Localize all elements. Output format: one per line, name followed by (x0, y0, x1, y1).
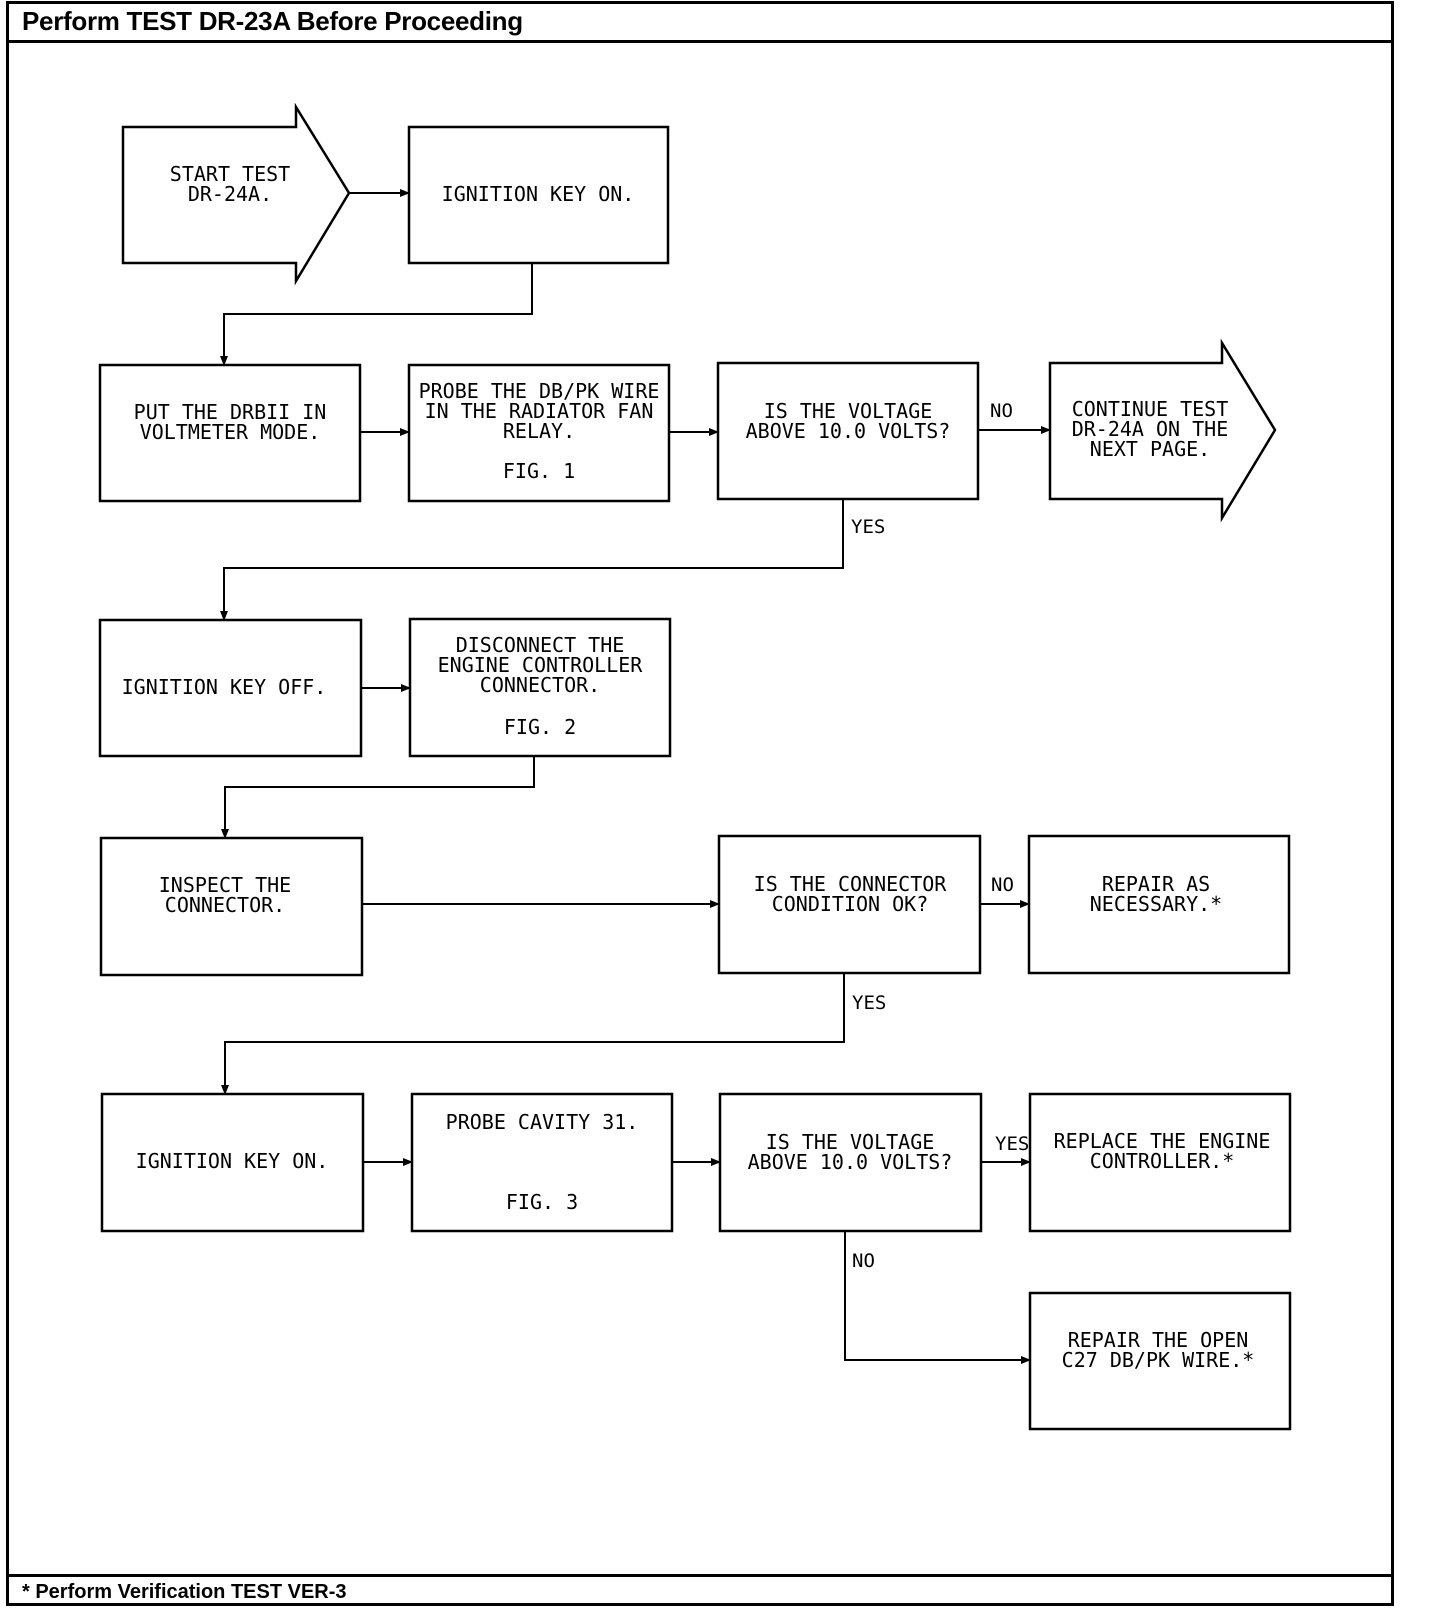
text-line: ABOVE 10.0 VOLTS? (746, 419, 951, 443)
voltage-question-box-2 (718, 1092, 983, 1233)
connector-ign-to-drbii (220, 263, 533, 366)
ignition-on-text-1: IGNITION KEY ON. (442, 182, 635, 206)
text-line: IGNITION KEY ON. (136, 1149, 329, 1173)
footer-note: * Perform Verification TEST VER-3 (6, 1574, 1394, 1606)
text-line: IS THE VOLTAGE (766, 1130, 935, 1154)
probe-cavity-fig: FIG. 3 (506, 1190, 578, 1214)
text-line: VOLTMETER MODE. (140, 420, 321, 444)
ignition-on-box-2 (100, 1092, 365, 1233)
connector-voltq2-no-repair-open (844, 1231, 1031, 1364)
page-title: Perform TEST DR-23A Before Proceeding (6, 1, 1394, 43)
label-yes-1: YES (851, 516, 885, 538)
disconnect-fig: FIG. 2 (504, 715, 576, 739)
replace-controller-box (1028, 1092, 1292, 1233)
connector-disconnect-to-inspect (221, 756, 535, 839)
text-line: CONNECTOR. (480, 673, 600, 697)
text-line: IGNITION KEY ON. (442, 182, 635, 206)
repair-open-box (1028, 1291, 1292, 1431)
probe-cavity-box (410, 1092, 674, 1233)
label-yes-2: YES (852, 992, 886, 1014)
text-line: DR-24A ON THE (1072, 417, 1229, 441)
probe-cavity-text: PROBE CAVITY 31. (446, 1110, 639, 1134)
text-line: DISCONNECT THE (456, 633, 625, 657)
text-line: PROBE CAVITY 31. (446, 1110, 639, 1134)
start-arrow-shape (121, 102, 351, 286)
text-line: CONNECTOR. (165, 893, 285, 917)
text-line: INSPECT THE (159, 873, 291, 897)
text-line: RELAY. (503, 419, 575, 443)
text-line: PUT THE DRBII IN (134, 400, 327, 424)
continue-arrow-shape (1048, 338, 1277, 523)
page-frame (6, 1, 1394, 1606)
connector-question-box (717, 834, 982, 975)
ignition-on-text-2: IGNITION KEY ON. (136, 1149, 329, 1173)
label-no-2: NO (991, 874, 1014, 896)
text-line: CONTINUE TEST (1072, 397, 1229, 421)
text-line: ABOVE 10.0 VOLTS? (748, 1150, 953, 1174)
inspect-box (99, 836, 364, 977)
text-line: CONTROLLER.* (1090, 1149, 1235, 1173)
text-line: REPLACE THE ENGINE (1054, 1129, 1271, 1153)
probe-wire-fig: FIG. 1 (503, 459, 575, 483)
text-line: START TEST (170, 162, 290, 186)
connector-question-yes-ignoff (220, 499, 844, 621)
voltage-question-box-1 (716, 361, 980, 501)
text-line: CONDITION OK? (772, 892, 929, 916)
put-drbii-box (98, 363, 362, 503)
label-no-1: NO (990, 400, 1013, 422)
text-line: IS THE VOLTAGE (764, 399, 933, 423)
text-line: IS THE CONNECTOR (754, 872, 948, 896)
text-line: DR-24A. (188, 182, 272, 206)
text-line: REPAIR AS (1102, 872, 1210, 896)
connector-connq-yes-ignon2 (221, 973, 845, 1095)
text-line: IN THE RADIATOR FAN (425, 399, 654, 423)
ignition-off-box (98, 618, 363, 758)
text-line: C27 DB/PK WIRE.* (1062, 1348, 1255, 1372)
label-no-3: NO (852, 1250, 875, 1272)
text-line: ENGINE CONTROLLER (438, 653, 644, 677)
text-line: NEXT PAGE. (1090, 437, 1210, 461)
text-line: PROBE THE DB/PK WIRE (419, 379, 660, 403)
text-line: NECESSARY.* (1090, 892, 1222, 916)
disconnect-box (408, 617, 672, 758)
label-yes-3: YES (995, 1133, 1029, 1155)
text-line: IGNITION KEY OFF. (122, 675, 327, 699)
ignition-off-text: IGNITION KEY OFF. (122, 675, 327, 699)
text-line: REPAIR THE OPEN (1068, 1328, 1249, 1352)
